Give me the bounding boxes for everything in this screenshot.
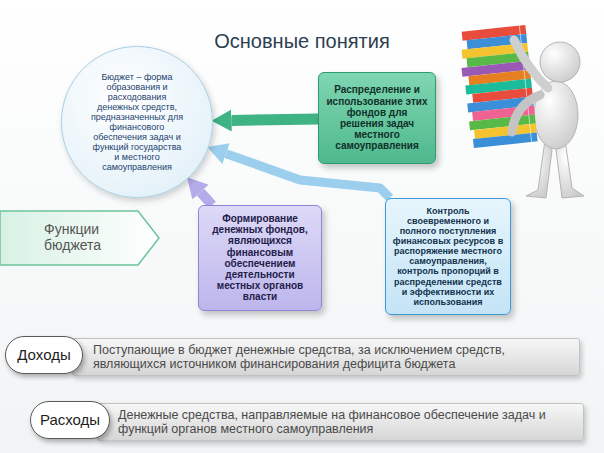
node-text: Контроль своевременного и полного поступ… (392, 206, 504, 307)
function-box: Формирование денежных фондов, являющихся… (198, 205, 322, 311)
slide-title: Основные понятия (0, 30, 604, 53)
node-text: Расходы (40, 412, 100, 429)
function-box: Распределение и использование этих фондо… (318, 72, 436, 164)
node-text: Доходы (17, 347, 70, 364)
section-label: Функции бюджета (0, 210, 160, 266)
node-text: Формирование денежных фондов, являющихся… (205, 213, 315, 303)
definition-band: Поступающие в бюджет денежные средства, … (72, 338, 580, 376)
function-box: Контроль своевременного и полного поступ… (385, 198, 511, 315)
flow-arrow (201, 192, 213, 205)
term-pill: Расходы (30, 401, 110, 439)
node-text: Бюджет – форма образования и расходовани… (89, 72, 185, 173)
pentagon-shape (0, 211, 159, 265)
node-text: Функции бюджета (44, 222, 130, 253)
figure-with-books (458, 25, 584, 198)
definition-band: Денежные средства, направляемые на финан… (97, 403, 584, 441)
term-pill: Доходы (5, 336, 83, 374)
node-text: Денежные средства, направляемые на финан… (118, 408, 573, 436)
flow-arrow (232, 119, 318, 120)
node-text: Поступающие в бюджет денежные средства, … (93, 343, 569, 371)
definition-circle: Бюджет – форма образования и расходовани… (61, 46, 212, 197)
node-text: Распределение и использование этих фондо… (325, 84, 429, 151)
